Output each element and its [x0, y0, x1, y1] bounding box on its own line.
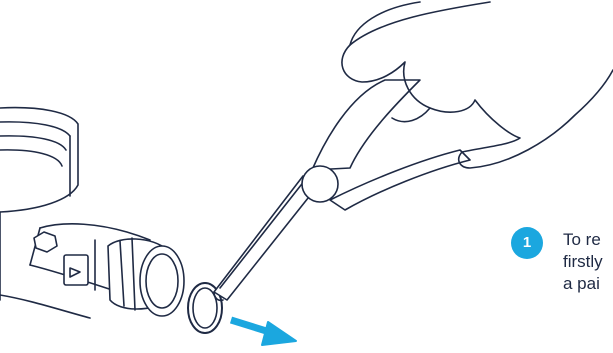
step-number: 1	[523, 234, 531, 251]
pliers	[214, 80, 470, 300]
arrow-right-down-icon	[231, 320, 296, 345]
hex-nut	[34, 232, 57, 252]
threaded-outlet	[108, 238, 184, 316]
step-line-2: firstly	[563, 251, 613, 273]
step-line-3: a pai	[563, 273, 613, 295]
step-instruction: To re firstly a pai	[563, 229, 613, 295]
step-line-1: To re	[563, 229, 613, 251]
step-number-badge: 1	[511, 227, 543, 259]
flow-marker	[64, 255, 88, 285]
